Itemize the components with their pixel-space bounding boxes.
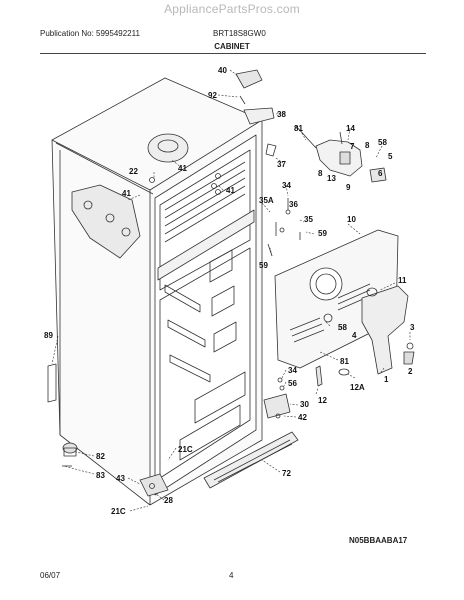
bottom-hinge bbox=[139, 473, 169, 497]
callout-28: 28 bbox=[164, 496, 173, 505]
top-hinge-assembly bbox=[235, 69, 275, 125]
side-hinge-bracket bbox=[71, 184, 141, 259]
publication-number: Publication No: 5995492211 bbox=[40, 29, 140, 38]
callout-58b: 58 bbox=[338, 323, 347, 332]
leveling-leg bbox=[62, 442, 78, 467]
cabinet-liner bbox=[154, 134, 257, 496]
callout-22: 22 bbox=[129, 167, 138, 176]
footer-date: 06/07 bbox=[40, 571, 61, 580]
callout-82: 82 bbox=[96, 452, 105, 461]
callout-5: 5 bbox=[388, 152, 393, 161]
callout-56: 56 bbox=[288, 379, 297, 388]
callout-4: 4 bbox=[352, 331, 357, 340]
fan-motor-cover bbox=[323, 285, 415, 375]
callout-13: 13 bbox=[327, 174, 336, 183]
callout-36: 36 bbox=[289, 200, 298, 209]
callout-72: 72 bbox=[282, 469, 291, 478]
callout-35A: 35A bbox=[259, 196, 274, 205]
callout-83: 83 bbox=[96, 471, 105, 480]
callout-59-right: 59 bbox=[318, 229, 327, 238]
callout-8b: 8 bbox=[318, 169, 323, 178]
callout-30: 30 bbox=[300, 400, 309, 409]
mounting-hardware bbox=[267, 198, 301, 257]
drain-tube bbox=[315, 365, 350, 387]
callout-37: 37 bbox=[277, 160, 286, 169]
callout-21C-lower: 21C bbox=[111, 507, 126, 516]
control-assembly bbox=[265, 125, 387, 183]
section-title: CABINET bbox=[214, 42, 250, 51]
callout-6: 6 bbox=[378, 169, 383, 178]
callout-89: 89 bbox=[44, 331, 53, 340]
toe-grille bbox=[203, 431, 299, 489]
callout-81b: 81 bbox=[340, 357, 349, 366]
callout-12A: 12A bbox=[350, 383, 365, 392]
callout-92: 92 bbox=[208, 91, 217, 100]
callout-41-right: 41 bbox=[226, 186, 235, 195]
wire-clip bbox=[47, 363, 57, 403]
leader-lines bbox=[51, 69, 411, 512]
callout-58: 58 bbox=[378, 138, 387, 147]
callout-34-top: 34 bbox=[282, 181, 291, 190]
callout-9: 9 bbox=[346, 183, 351, 192]
top-vent-cover bbox=[147, 133, 189, 163]
callout-12: 12 bbox=[318, 396, 327, 405]
header-rule bbox=[40, 53, 426, 54]
screws-top bbox=[149, 173, 221, 195]
callout-21C-upper: 21C bbox=[178, 445, 193, 454]
callout-40: 40 bbox=[218, 66, 227, 75]
callout-10: 10 bbox=[347, 215, 356, 224]
callout-8: 8 bbox=[365, 141, 370, 150]
callout-41-top: 41 bbox=[178, 164, 187, 173]
cabinet-exploded-diagram: 40 92 38 81 14 58 7 8 5 6 13 9 8 37 22 4… bbox=[44, 66, 415, 516]
callout-1: 1 bbox=[384, 375, 389, 384]
watermark-text: AppliancePartsPros.com bbox=[164, 2, 300, 16]
callout-41-left: 41 bbox=[122, 189, 131, 198]
callout-labels: 40 92 38 81 14 58 7 8 5 6 13 9 8 37 22 4… bbox=[44, 66, 415, 516]
diagram-code: N05BBAABA17 bbox=[349, 536, 408, 545]
callout-42: 42 bbox=[298, 413, 307, 422]
callout-34-bottom: 34 bbox=[288, 366, 297, 375]
callout-2: 2 bbox=[408, 367, 413, 376]
callout-14: 14 bbox=[346, 124, 355, 133]
callout-43: 43 bbox=[116, 474, 125, 483]
model-number: BRT18S8GW0 bbox=[213, 29, 266, 38]
callout-38: 38 bbox=[277, 110, 286, 119]
callout-11: 11 bbox=[398, 276, 407, 285]
page-number: 4 bbox=[229, 571, 234, 580]
callout-3: 3 bbox=[410, 323, 415, 332]
lower-hinge bbox=[263, 377, 291, 419]
callout-7: 7 bbox=[350, 142, 355, 151]
callout-35: 35 bbox=[304, 215, 313, 224]
callout-81: 81 bbox=[294, 124, 303, 133]
callout-59-left: 59 bbox=[259, 261, 268, 270]
